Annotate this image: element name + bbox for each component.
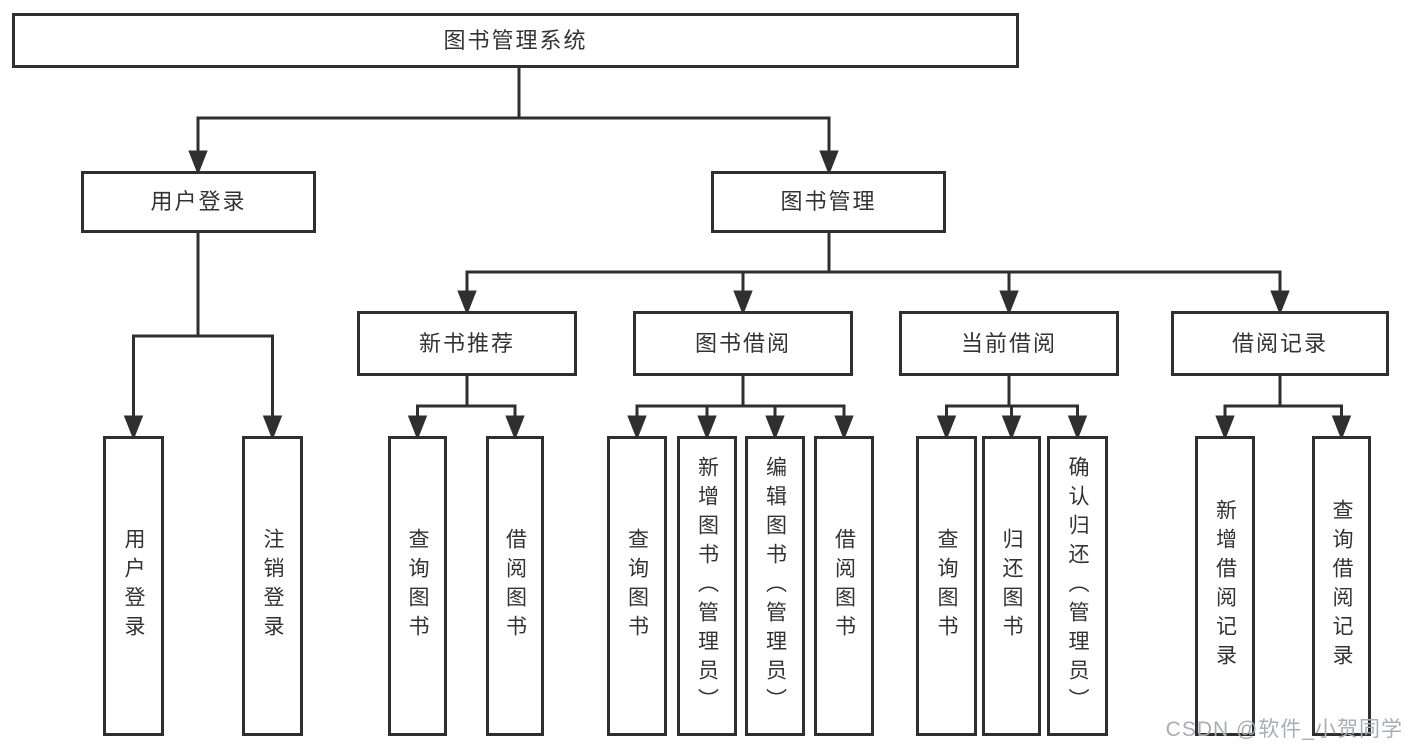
- leaf-label: 查询图书: [625, 528, 649, 644]
- node-label: 用户登录: [150, 189, 247, 214]
- arrowhead: [936, 415, 957, 441]
- node-user-login: 用户登录: [81, 171, 316, 233]
- node-book-management: 图书管理: [711, 171, 946, 233]
- node-label: 图书借阅: [694, 330, 791, 356]
- leaf-label: 借阅图书: [832, 528, 856, 644]
- arrowhead: [1215, 415, 1235, 441]
- leaf-borrow-books-2: 借阅图书: [814, 436, 874, 736]
- leaf-query-borrow-record: 查询借阅记录: [1312, 436, 1371, 736]
- leaf-borrow-books-1: 借阅图书: [486, 436, 544, 736]
- leaf-label: 归还图书: [1000, 528, 1023, 644]
- leaf-label: 新增图书（管理员）: [695, 455, 719, 717]
- node-label: 借阅记录: [1231, 330, 1328, 356]
- arrowhead: [1331, 415, 1352, 441]
- arrowhead: [1067, 415, 1088, 441]
- leaf-label: 新增借阅记录: [1213, 499, 1237, 673]
- arrowhead: [627, 415, 647, 441]
- leaf-label: 查询图书: [935, 528, 958, 644]
- leaf-edit-books-admin: 编辑图书（管理员）: [745, 436, 805, 736]
- arrowhead: [457, 290, 477, 316]
- leaf-query-books-3: 查询图书: [916, 436, 977, 736]
- arrowhead: [819, 150, 839, 176]
- arrowhead: [262, 415, 283, 441]
- arrowhead: [188, 150, 208, 176]
- arrowhead: [1270, 290, 1290, 316]
- arrowhead: [407, 415, 428, 441]
- arrowhead: [123, 415, 144, 441]
- leaf-logout: 注销登录: [242, 436, 303, 736]
- node-new-book-recommend: 新书推荐: [357, 311, 577, 376]
- leaf-label: 借阅图书: [503, 528, 527, 644]
- node-label: 图书管理: [780, 189, 877, 214]
- leaf-return-books: 归还图书: [982, 436, 1041, 736]
- arrowhead: [834, 415, 854, 441]
- leaf-user-login: 用户登录: [103, 436, 164, 736]
- node-book-borrow: 图书借阅: [633, 311, 853, 376]
- leaf-confirm-return-admin: 确认归还（管理员）: [1047, 436, 1108, 736]
- leaf-label: 查询借阅记录: [1330, 499, 1353, 673]
- leaf-label: 用户登录: [122, 528, 145, 644]
- leaf-query-books-2: 查询图书: [607, 436, 667, 736]
- leaf-label: 确认归还（管理员）: [1066, 455, 1089, 717]
- leaf-label: 查询图书: [406, 528, 429, 644]
- arrowhead: [1001, 415, 1022, 441]
- arrowhead: [505, 415, 525, 441]
- leaf-query-books-1: 查询图书: [388, 436, 447, 736]
- node-borrow-records: 借阅记录: [1171, 311, 1389, 376]
- leaf-add-books-admin: 新增图书（管理员）: [677, 436, 737, 736]
- arrowhead: [999, 290, 1019, 316]
- node-current-borrow: 当前借阅: [899, 311, 1119, 376]
- node-label: 图书管理系统: [443, 27, 588, 53]
- leaf-label: 编辑图书（管理员）: [763, 455, 787, 717]
- leaf-add-borrow-record: 新增借阅记录: [1195, 436, 1255, 736]
- arrowhead: [733, 290, 753, 316]
- arrowhead: [765, 415, 785, 441]
- leaf-label: 注销登录: [261, 528, 284, 644]
- node-label: 当前借阅: [960, 330, 1057, 356]
- node-library-management-system: 图书管理系统: [12, 13, 1019, 68]
- arrowhead: [697, 415, 717, 441]
- node-label: 新书推荐: [418, 330, 515, 356]
